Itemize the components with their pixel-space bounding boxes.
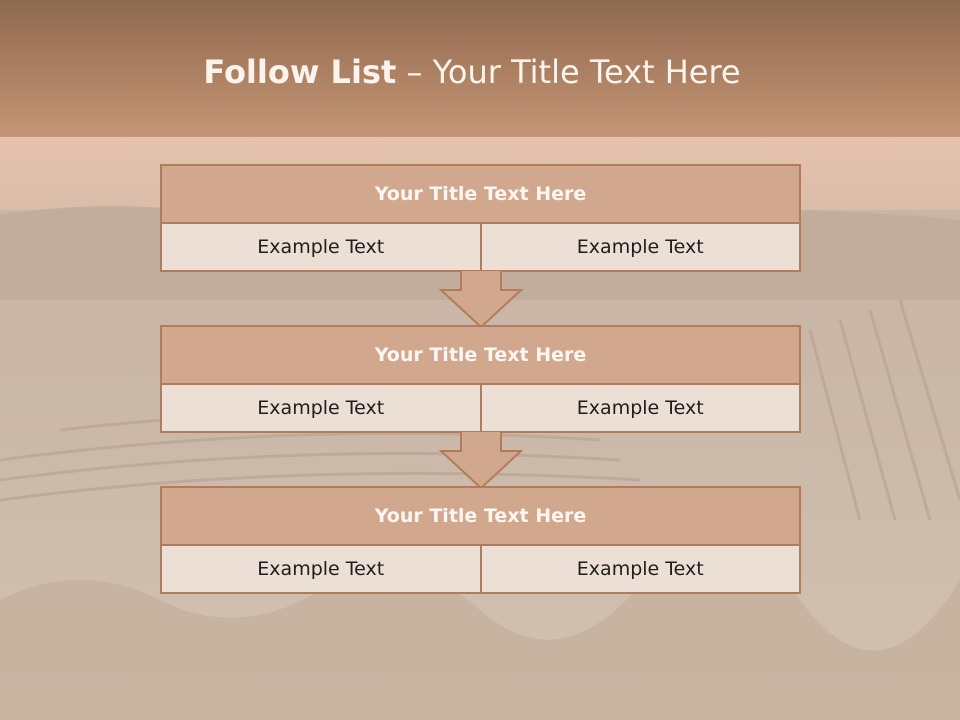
slide-title: Follow List – Your Title Text Here xyxy=(0,53,944,91)
step-box-2: Your Title Text Here Example Text Exampl… xyxy=(160,325,801,433)
step-box-1: Your Title Text Here Example Text Exampl… xyxy=(160,164,801,272)
step-right-text: Example Text xyxy=(479,224,799,270)
step-title: Your Title Text Here xyxy=(162,166,799,224)
slide-title-bold: Follow List xyxy=(203,53,397,91)
step-title: Your Title Text Here xyxy=(162,488,799,546)
step-right-text: Example Text xyxy=(479,385,799,431)
slide-header-band: Follow List – Your Title Text Here xyxy=(0,0,960,137)
step-box-3: Your Title Text Here Example Text Exampl… xyxy=(160,486,801,594)
step-left-text: Example Text xyxy=(162,385,480,431)
step-left-text: Example Text xyxy=(162,546,480,592)
step-title: Your Title Text Here xyxy=(162,327,799,385)
down-arrow-icon xyxy=(439,431,523,489)
step-left-text: Example Text xyxy=(162,224,480,270)
step-right-text: Example Text xyxy=(479,546,799,592)
step-row: Example Text Example Text xyxy=(162,224,799,270)
step-row: Example Text Example Text xyxy=(162,385,799,431)
down-arrow-icon xyxy=(439,270,523,328)
step-row: Example Text Example Text xyxy=(162,546,799,592)
slide-title-rest: – Your Title Text Here xyxy=(396,53,741,91)
